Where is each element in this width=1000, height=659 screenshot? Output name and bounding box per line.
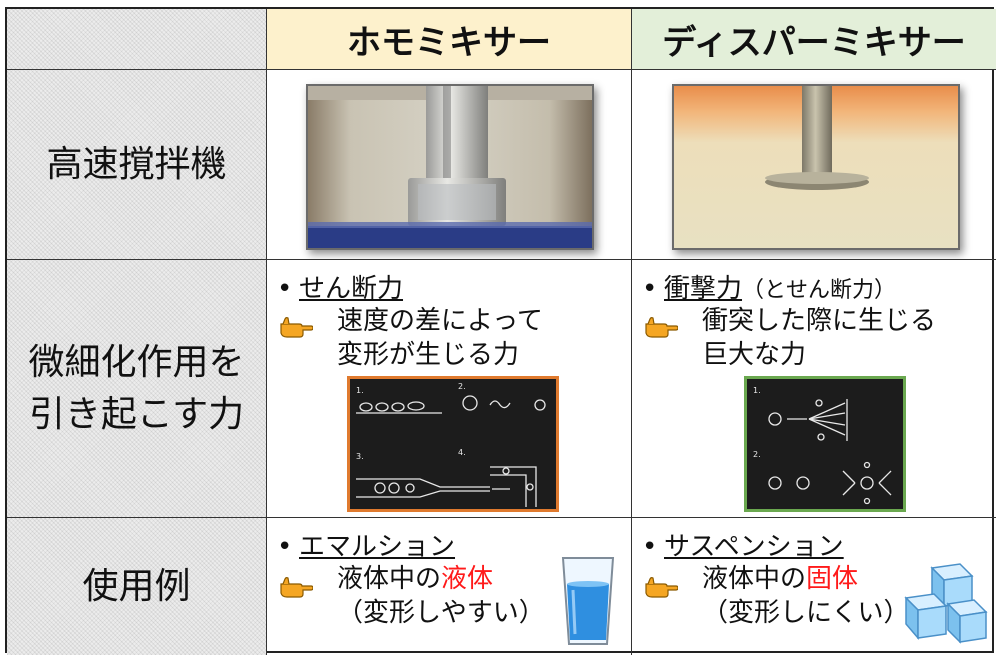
disper-mixer-photo <box>672 84 960 250</box>
row-label-high-speed-stirrer: 高速撹拌機 <box>7 70 267 260</box>
homo-force-cell: •せん断力 速度の差によって 変形が生じる力 1. 2. 3. 4. <box>267 260 632 518</box>
homo-mixer-photo-cell <box>267 70 632 260</box>
pointing-hand-icon <box>645 317 678 338</box>
pointing-hand-icon <box>280 577 313 598</box>
disper-force-bullet: •衝撃力（とせん断力） <box>642 274 897 304</box>
impact-force-diagram: 1. 2. <box>744 376 906 512</box>
water-glass-icon <box>561 557 615 645</box>
row-label-usage-example: 使用例 <box>7 518 267 655</box>
header-homo-mixer-label: ホモミキサー <box>347 22 551 63</box>
homo-force-description: 速度の差によって 変形が生じる力 <box>337 306 543 370</box>
homo-mixer-photo <box>306 84 594 250</box>
pointing-hand-icon <box>280 317 313 338</box>
homo-usage-description: 液体中の液体 （変形しやすい） <box>337 564 545 628</box>
solid-highlight: 固体 <box>806 564 859 594</box>
impact-force-diagram-image: 1. 2. <box>753 386 892 505</box>
header-disper-mixer: ディスパーミキサー <box>632 9 996 70</box>
disper-mixer-image <box>674 86 958 248</box>
row-label-micronization-force-line1: 微細化作用を <box>28 341 245 383</box>
shear-diagram-label-3: 3. <box>356 452 364 461</box>
liquid-highlight: 液体 <box>441 564 494 594</box>
disper-usage-cell: •サスペンション 液体中の固体 （変形しにくい） <box>632 518 996 655</box>
ice-cubes-icon <box>904 563 988 644</box>
homo-mixer-image <box>308 86 592 248</box>
pointing-hand-icon <box>645 577 678 598</box>
comparison-table: ホモミキサー ディスパーミキサー 高速撹拌機 <box>5 7 996 655</box>
impact-diagram-label-2: 2. <box>753 450 761 459</box>
homo-force-bullet: •せん断力 <box>277 274 404 304</box>
corner-cell <box>7 9 267 70</box>
disper-force-description: 衝突した際に生じる 巨大な力 <box>702 306 937 370</box>
header-homo-mixer: ホモミキサー <box>267 9 632 70</box>
impact-diagram-label-1: 1. <box>753 386 761 395</box>
shear-force-diagram: 1. 2. 3. 4. <box>347 376 559 512</box>
shear-force-diagram-image: 1. 2. 3. 4. <box>356 382 546 507</box>
shear-diagram-label-4: 4. <box>458 448 466 457</box>
homo-usage-bullet: •エマルション <box>277 532 456 562</box>
shear-diagram-label-1: 1. <box>356 386 364 395</box>
header-disper-mixer-label: ディスパーミキサー <box>662 22 966 63</box>
homo-usage-cell: •エマルション 液体中の液体 （変形しやすい） <box>267 518 632 655</box>
disper-usage-description: 液体中の固体 （変形しにくい） <box>702 564 910 628</box>
row-label-micronization-force: 微細化作用を 引き起こす力 <box>7 260 267 518</box>
disper-mixer-photo-cell <box>632 70 996 260</box>
disper-usage-bullet: •サスペンション <box>642 532 844 562</box>
row-label-micronization-force-line2: 引き起こす力 <box>28 393 245 435</box>
disper-force-cell: •衝撃力（とせん断力） 衝突した際に生じる 巨大な力 1. 2. <box>632 260 996 518</box>
shear-diagram-label-2: 2. <box>458 382 466 391</box>
